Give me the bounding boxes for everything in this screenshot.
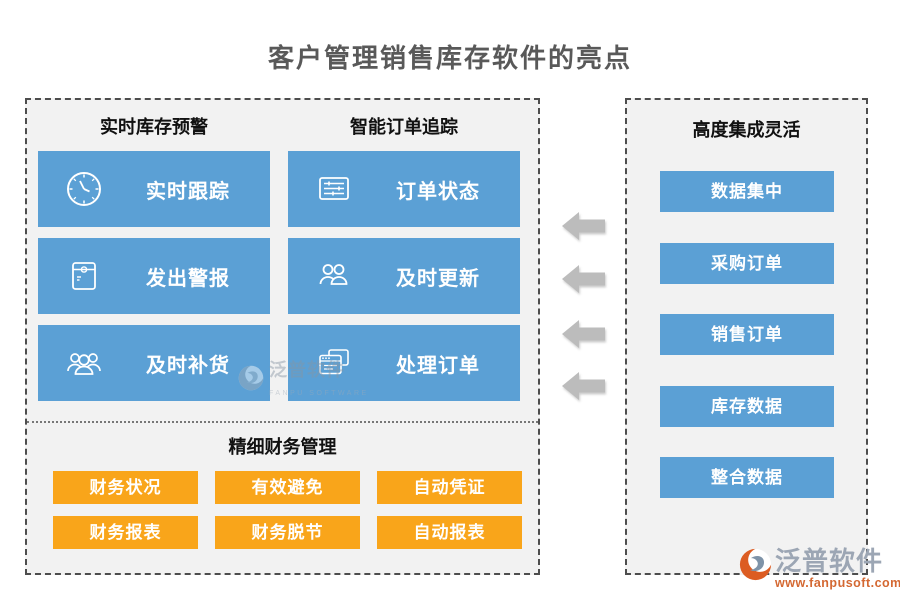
card-timely-update: 及时更新 — [288, 238, 520, 314]
finance-item-caiwu-baobiao: 财务报表 — [53, 516, 198, 549]
left-arrow-icon — [562, 320, 605, 348]
card-label: 订单状态 — [396, 180, 480, 203]
clock-icon — [62, 167, 106, 211]
windows-stack-icon — [312, 341, 356, 385]
left-arrow-icon — [562, 372, 605, 400]
card-realtime-tracking: 实时跟踪 — [38, 151, 270, 227]
card-label: 及时更新 — [396, 267, 480, 290]
inventory-order-panel: 实时库存预警 智能订单追踪 实时跟踪 — [25, 98, 540, 575]
order-form-icon — [312, 167, 356, 211]
fanpu-logo: 泛普软件 www.fanpusoft.com — [739, 548, 900, 590]
integration-header: 高度集成灵活 — [692, 120, 801, 140]
left-arrow-icon — [562, 212, 605, 240]
finance-item-caiwu-zhuangkuang: 财务状况 — [53, 471, 198, 504]
logo-name: 泛普软件 — [775, 546, 884, 576]
people-pair-icon — [312, 254, 356, 298]
people-group-icon — [62, 341, 106, 385]
integration-panel: 高度集成灵活 数据集中 采购订单 销售订单 库存数据 整合数据 — [625, 98, 868, 575]
card-process-orders: 处理订单 — [288, 325, 520, 401]
finance-item-zidong-pingzheng: 自动凭证 — [377, 471, 522, 504]
finance-item-caiwu-tuojie: 财务脱节 — [215, 516, 360, 549]
card-order-status: 订单状态 — [288, 151, 520, 227]
column-header-inventory-warning: 实时库存预警 — [100, 117, 208, 137]
integration-item-xiaoshou-dingdan: 销售订单 — [660, 314, 834, 355]
card-label: 处理订单 — [396, 354, 480, 377]
finance-item-youxiao-bimian: 有效避免 — [215, 471, 360, 504]
left-arrow-icon — [562, 265, 605, 293]
card-timely-restock: 及时补货 — [38, 325, 270, 401]
card-label: 实时跟踪 — [146, 180, 230, 203]
finance-item-zidong-baobiao: 自动报表 — [377, 516, 522, 549]
integration-item-zhenghe-shuju: 整合数据 — [660, 457, 834, 498]
fanpu-logo-icon — [739, 548, 772, 581]
finance-header: 精细财务管理 — [228, 437, 337, 457]
integration-item-shuju-jizhong: 数据集中 — [660, 171, 834, 212]
column-header-order-tracking: 智能订单追踪 — [350, 117, 458, 137]
finance-separator — [27, 421, 538, 423]
card-label: 发出警报 — [146, 267, 230, 290]
page-title: 客户管理销售库存软件的亮点 — [267, 43, 632, 73]
card-send-alert: 发出警报 — [38, 238, 270, 314]
card-label: 及时补货 — [146, 354, 230, 377]
integration-item-caigou-dingdan: 采购订单 — [660, 243, 834, 284]
integration-item-kucun-shuju: 库存数据 — [660, 386, 834, 427]
logo-url: www.fanpusoft.com — [775, 576, 900, 590]
alert-package-icon — [62, 254, 106, 298]
